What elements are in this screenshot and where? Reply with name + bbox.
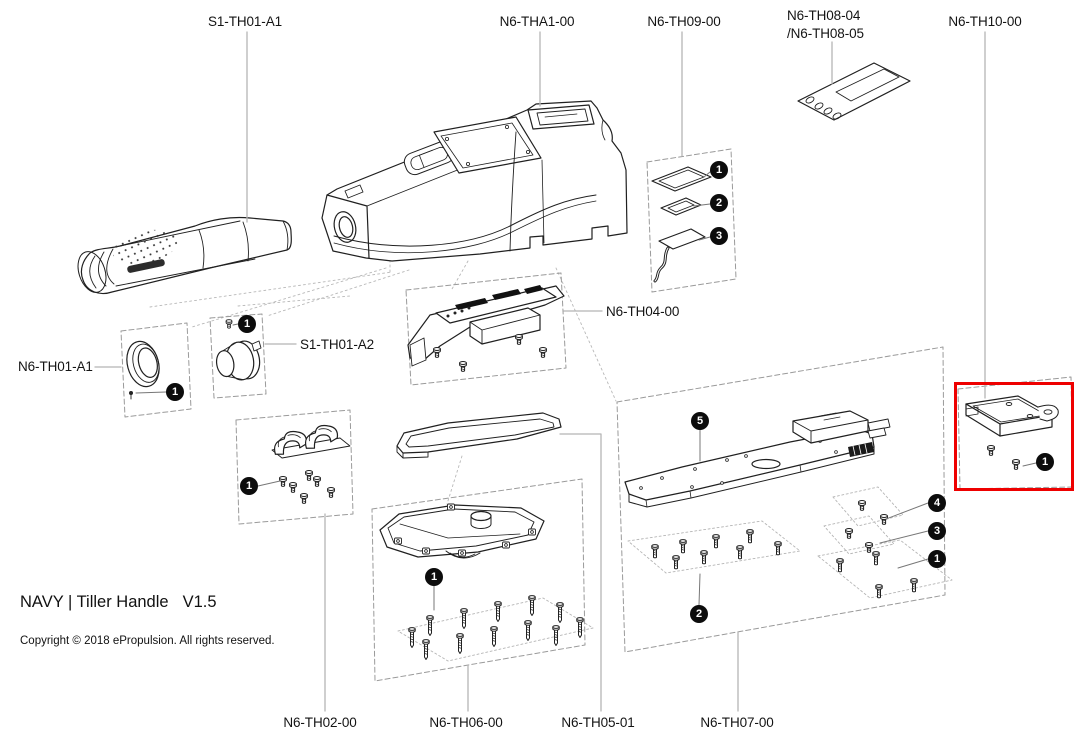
part-main-housing (321, 100, 628, 262)
grip-logo-strip (127, 259, 165, 273)
part-label-n6-th09-00: N6-TH09-00 (647, 14, 721, 29)
copyright-notice: Copyright © 2018 ePropulsion. All rights… (20, 635, 275, 647)
group-boxes (120, 148, 1074, 682)
part-label-n6-th08: N6-TH08-04 /N6-TH08-05 (787, 7, 864, 43)
part-label-n6-th10-00: N6-TH10-00 (948, 14, 1022, 29)
part-bezel-ring (126, 340, 160, 400)
part-label-n6-th05-01: N6-TH05-01 (561, 715, 635, 730)
part-label-n6-th04-00: N6-TH04-00 (606, 304, 680, 319)
grip-texture-dots (112, 229, 178, 265)
callout-badge-th07-5: 5 (691, 412, 709, 430)
part-label-n6-th08-04: N6-TH08-04 (787, 8, 861, 23)
badge-leader-lines (135, 171, 1037, 611)
part-gasket-seal (396, 412, 562, 459)
part-label-n6-th07-00: N6-TH07-00 (700, 715, 774, 730)
callout-badge-th07-3: 3 (928, 522, 946, 540)
highlight-box-n6-th10-00 (954, 382, 1074, 491)
part-cable-clamps (271, 424, 351, 504)
callout-badge-th10-1: 1 (1036, 453, 1054, 471)
product-name: NAVY | Tiller Handle (20, 593, 169, 611)
label-leader-lines (94, 31, 986, 712)
part-mount-bracket (965, 395, 1059, 470)
callout-badge-th06-1: 1 (425, 568, 443, 586)
part-grip-handle (77, 216, 292, 295)
part-label-n6-th01-a1: N6-TH01-A1 (18, 359, 93, 374)
part-label-s1-th01-a2: S1-TH01-A2 (300, 337, 375, 352)
construction-lines (149, 259, 617, 505)
callout-badge-th09-2: 2 (710, 194, 728, 212)
callout-badge-th01a1-1: 1 (166, 383, 184, 401)
callout-badge-th07-4: 4 (928, 494, 946, 512)
part-label-s1-th01-a1: S1-TH01-A1 (207, 14, 283, 29)
part-label-n6-th06-00: N6-TH06-00 (429, 715, 503, 730)
part-mounting-plate (624, 410, 918, 599)
part-keypad-sticker (797, 62, 911, 121)
callout-badge-th07-1: 1 (928, 550, 946, 568)
part-label-n6-th02-00: N6-TH02-00 (283, 715, 357, 730)
callout-badge-th07-2: 2 (690, 605, 708, 623)
callout-badge-th09-3: 3 (710, 227, 728, 245)
part-control-pcb (407, 285, 565, 372)
part-inner-cover (379, 503, 584, 661)
callout-badge-th09-1: 1 (710, 161, 728, 179)
part-label-n6-th08-05: /N6-TH08-05 (787, 26, 864, 41)
part-seal-set (651, 166, 712, 283)
version-label: V1.5 (182, 593, 217, 611)
callout-badge-th02-1: 1 (240, 477, 258, 495)
diagram-title: NAVY | Tiller Handle V1.5 (20, 593, 217, 612)
part-label-n6-tha1-00: N6-THA1-00 (499, 14, 575, 29)
callout-badge-th01a2-1: 1 (238, 315, 256, 333)
part-throttle-knob (215, 319, 262, 381)
